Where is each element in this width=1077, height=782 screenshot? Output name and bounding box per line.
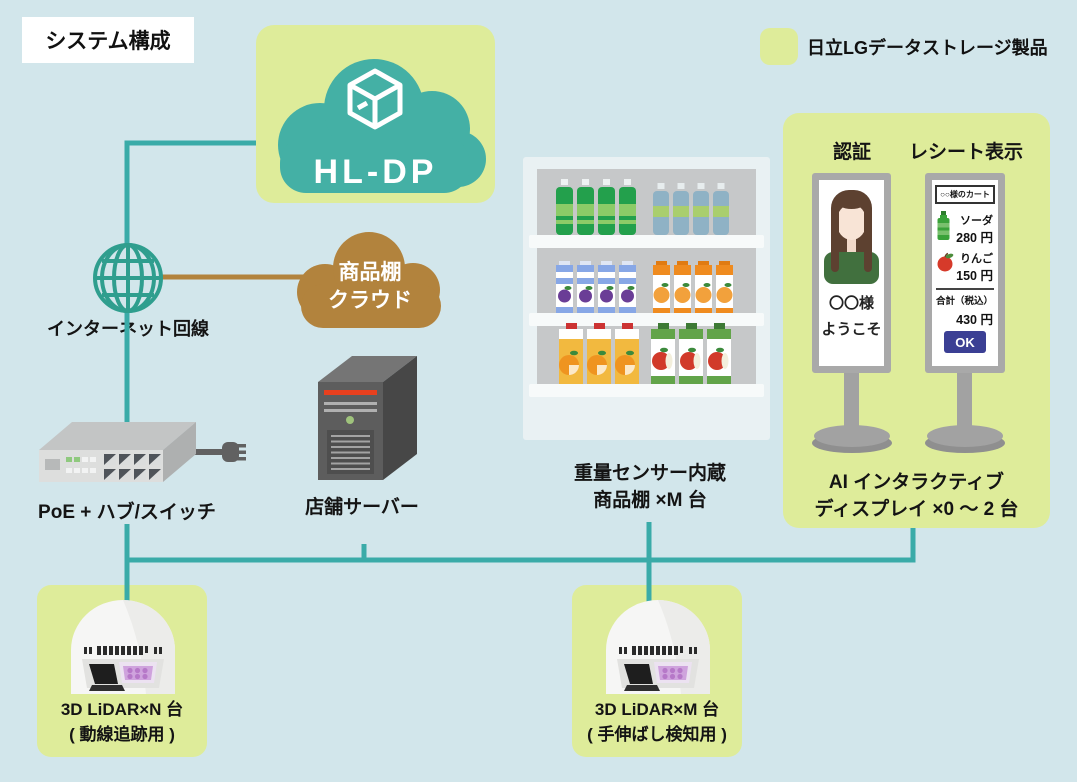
total-price: 430 円 — [956, 313, 993, 327]
shelf-row-bottles — [556, 179, 729, 235]
lidar-right-illustration — [606, 600, 710, 694]
auth-welcome-line2: ようこそ — [821, 321, 882, 338]
lidar-right-caption-line2: ( 手伸ばし検知用 ) — [587, 725, 727, 744]
lidar-vent-dashes — [84, 646, 162, 655]
server-red-stripe — [324, 390, 377, 395]
server-led — [346, 416, 354, 424]
shelf-cloud-icon — [297, 232, 441, 328]
lidar-right-caption: 3D LiDAR×M 台 ( 手伸ばし検知用 ) — [572, 697, 742, 747]
shelf-cloud-label-2: クラウド — [328, 289, 412, 312]
display-caption-line2: ディスプレイ ×0 ～ 2 台 — [814, 499, 1019, 520]
shelf-row-cartons-juice — [556, 261, 733, 313]
hldp-logo-icon — [347, 68, 403, 130]
product-shelf-illustration — [523, 157, 770, 440]
lidar-sensor-panel — [654, 662, 692, 683]
hldp-cloud-icon — [278, 59, 486, 193]
receipt-display-pole — [957, 371, 972, 427]
shelf-label-line1: 重量センサー内蔵 — [573, 463, 726, 484]
item-price: 150 円 — [956, 269, 993, 283]
lidar-sensor-panel — [119, 662, 157, 683]
ai-display-panel: 認証 レシート表示 〇〇様 ようこそ — [783, 113, 1050, 528]
lidar-left-caption-line2: ( 動線追跡用 ) — [69, 725, 175, 744]
lidar-screen — [624, 664, 653, 684]
total-label: 合計（税込） — [936, 296, 994, 307]
internet-globe-icon — [93, 243, 163, 313]
switch-leds — [66, 457, 96, 473]
legend-label: 日立LGデータストレージ製品 — [807, 37, 1048, 58]
store-server-illustration — [318, 356, 417, 480]
legend: 日立LGデータストレージ製品 — [760, 28, 1048, 65]
lidar-screen — [89, 664, 118, 684]
auth-display: 〇〇様 ようこそ — [812, 173, 891, 373]
page-title: システム構成 — [22, 17, 194, 63]
receipt-display-screen: ○○様のカート ソーダ 280 円 りんご 150 円 — [932, 180, 998, 366]
hldp-cloud-box: HL-DP — [256, 25, 495, 203]
shelf-cloud: 商品棚 クラウド — [285, 226, 455, 336]
legend-color-swatch — [760, 28, 798, 65]
shelf-label-line2: 商品棚 ×M 台 — [593, 490, 707, 511]
apple-icon — [937, 252, 954, 272]
item-price: 280 円 — [956, 231, 993, 245]
auth-header: 認証 — [832, 142, 871, 163]
store-server-label: 店舗サーバー — [305, 497, 419, 518]
auth-welcome-line1: 〇〇様 — [828, 295, 874, 312]
display-panel-caption: AI インタラクティブ ディスプレイ ×0 ～ 2 台 — [783, 469, 1050, 523]
poe-switch-label: PoE + ハブ/スイッチ — [38, 502, 216, 523]
customer-avatar — [824, 190, 879, 284]
auth-display-base — [814, 425, 890, 447]
shelf-cloud-label-1: 商品棚 — [338, 261, 402, 284]
receipt-divider — [936, 288, 994, 290]
auth-display-screen: 〇〇様 ようこそ — [819, 180, 884, 366]
power-plug-icon — [222, 442, 246, 462]
shelf-label: 重量センサー内蔵 商品棚 ×M 台 — [545, 460, 755, 514]
switch-ports — [104, 454, 161, 480]
ok-button: OK — [944, 331, 986, 353]
cart-title: ○○様のカート — [935, 185, 995, 204]
lidar-vent-dashes — [619, 646, 697, 655]
hldp-label: HL-DP — [313, 153, 438, 191]
shelf-row-cartons-large — [559, 323, 731, 384]
lidar-left-caption-line1: 3D LiDAR×N 台 — [60, 700, 184, 719]
auth-display-pole — [844, 371, 859, 427]
poe-switch-illustration — [39, 422, 246, 482]
lidar-left-illustration — [71, 600, 175, 694]
lidar-right-caption-line1: 3D LiDAR×M 台 — [594, 700, 720, 719]
item-name: りんご — [960, 253, 993, 265]
page-title-text: システム構成 — [45, 30, 171, 53]
lidar-left-caption: 3D LiDAR×N 台 ( 動線追跡用 ) — [37, 697, 207, 747]
receipt-display: ○○様のカート ソーダ 280 円 りんご 150 円 — [925, 173, 1005, 373]
server-vent-grille — [331, 435, 370, 470]
item-name: ソーダ — [960, 215, 993, 227]
receipt-display-base — [927, 425, 1003, 447]
receipt-header: レシート表示 — [908, 142, 1023, 163]
bottle-icon — [937, 211, 950, 240]
display-caption-line1: AI インタラクティブ — [828, 472, 1005, 493]
